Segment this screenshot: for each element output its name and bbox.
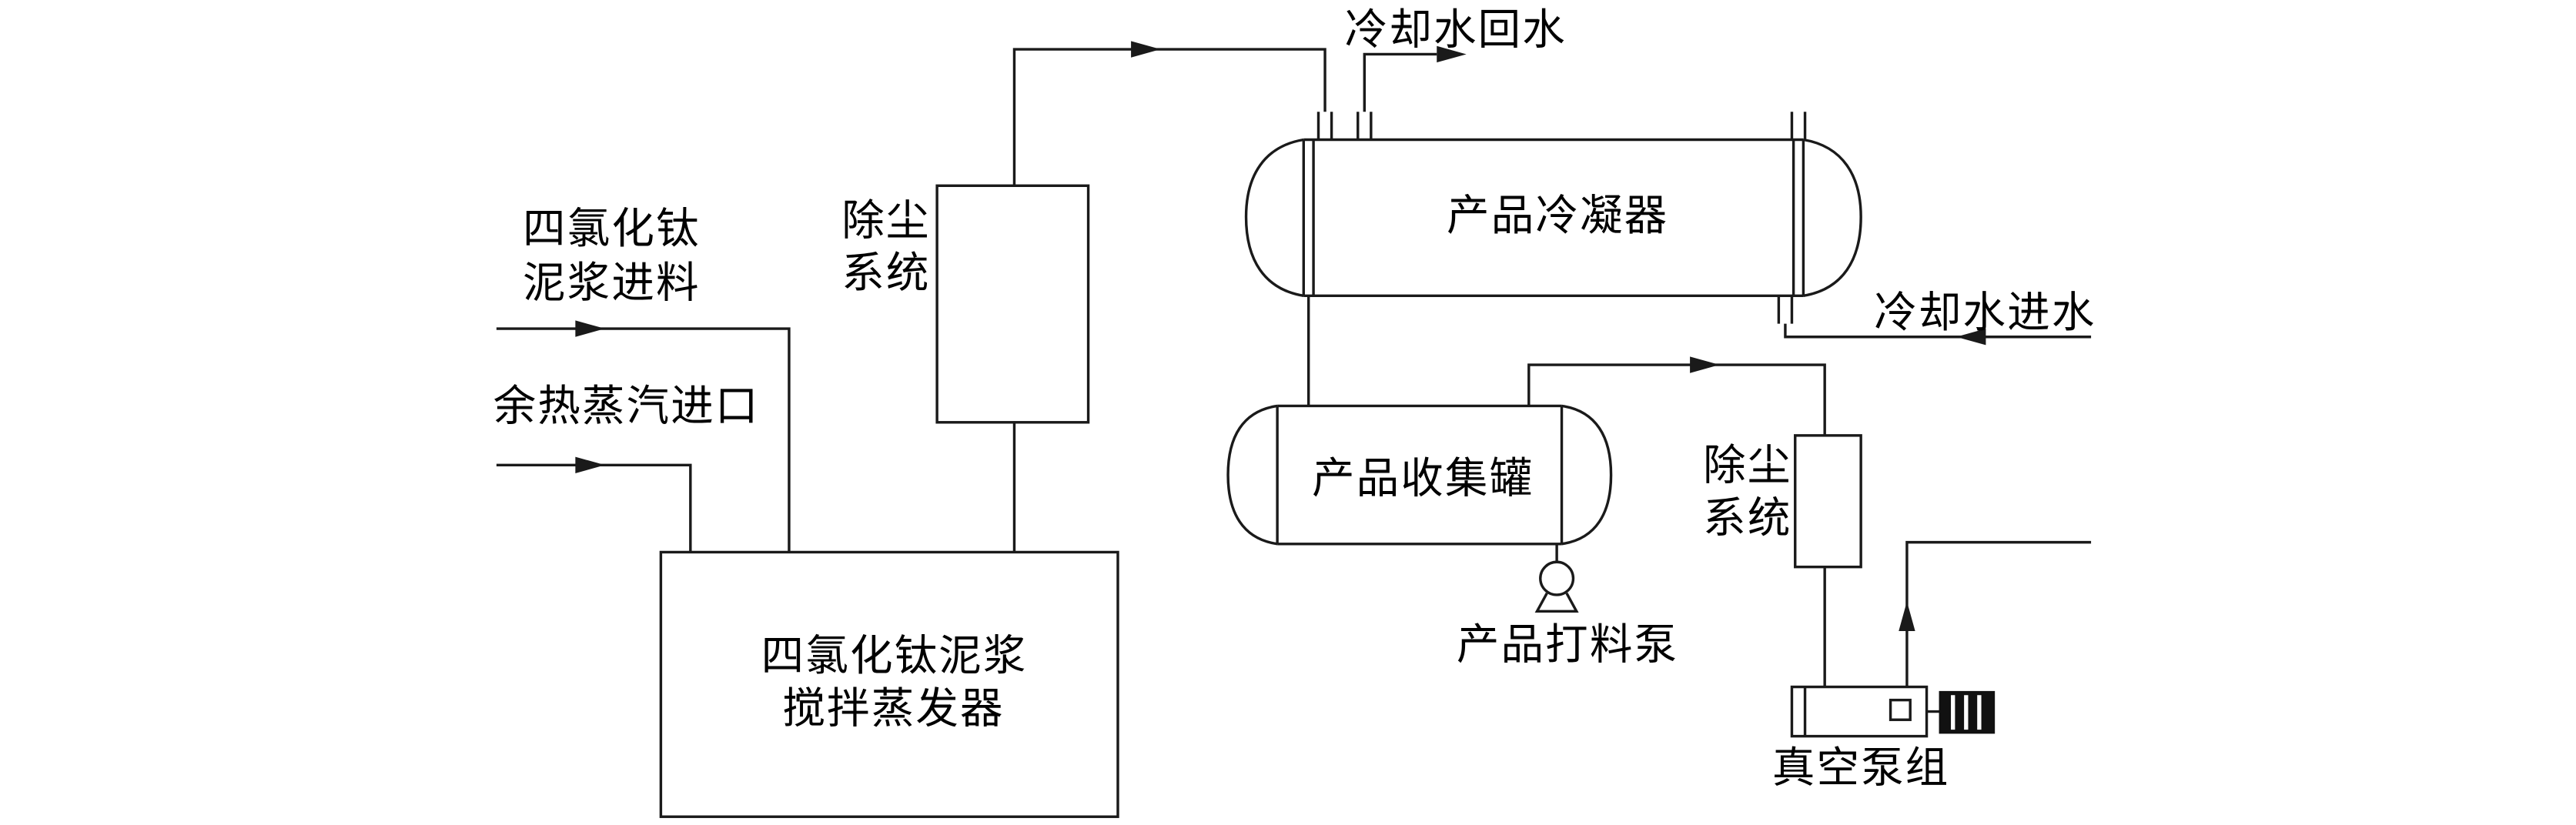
label-cooling-water-inlet: 冷却水进水	[1874, 289, 2096, 337]
pipe-steam-inlet	[496, 463, 692, 553]
label-dust-system-1-line2: 系统	[841, 249, 931, 298]
label-dust-system-2-line2: 系统	[1703, 494, 1792, 543]
condenser-left-tubesheet	[1302, 139, 1315, 296]
vacuum-pump-port	[1889, 698, 1912, 721]
condenser-right-tubesheet	[1791, 139, 1805, 296]
dust-system-2-box	[1794, 434, 1862, 569]
dust-system-2-body	[1794, 434, 1862, 569]
pipe-cooling-water-inlet	[1784, 323, 2092, 339]
label-dust-system-1-line1: 除尘	[841, 197, 931, 245]
pipe-vacuum-exhaust	[1905, 540, 2092, 687]
label-cooling-water-return: 冷却水回水	[1344, 6, 1567, 55]
condenser-left-head	[1244, 138, 1304, 298]
tank-left-head	[1226, 404, 1278, 546]
arrow-cooling-return-icon	[1437, 45, 1467, 63]
arrow-slurry-feed-icon	[575, 320, 605, 337]
vent-flange-icon	[1790, 112, 1807, 140]
cooling-return-flange-icon	[1357, 112, 1373, 140]
pipe-slurry-feed	[496, 327, 791, 553]
label-dust-system-2-line1: 除尘	[1703, 442, 1792, 490]
pipe-network	[496, 41, 2092, 687]
vacuum-pump-unit	[1790, 685, 1996, 738]
label-collection-tank: 产品收集罐	[1311, 455, 1534, 503]
label-slurry-feed-line2: 泥浆进料	[523, 259, 701, 308]
discharge-pump-symbol	[1534, 560, 1579, 613]
arrow-exhaust-icon	[1899, 601, 1915, 631]
label-evaporator-line1: 四氯化钛泥浆	[761, 633, 1028, 681]
pipe-cooling-water-return	[1363, 52, 1437, 112]
label-condenser: 产品冷凝器	[1447, 192, 1669, 240]
condenser-right-head	[1803, 138, 1862, 298]
label-vacuum-pump: 真空泵组	[1771, 744, 1950, 793]
label-steam-inlet: 余热蒸汽进口	[493, 382, 760, 431]
evaporator-body	[659, 550, 1119, 818]
evaporator-vessel	[659, 550, 1119, 818]
dust-system-1-box	[935, 184, 1090, 424]
label-discharge-pump: 产品打料泵	[1456, 621, 1679, 670]
pump-base-icon	[1534, 593, 1579, 613]
arrow-cooling-inlet-icon	[1955, 329, 1986, 346]
condenser-vessel	[1244, 112, 1862, 324]
label-slurry-feed-line1: 四氯化钛	[523, 205, 701, 253]
collection-tank-vessel	[1226, 404, 1613, 546]
dust-system-1-body	[935, 184, 1090, 424]
pump-circle-icon	[1539, 560, 1575, 596]
pipe-dust1-to-condenser	[1012, 48, 1326, 186]
arrow-vapor-icon	[1131, 41, 1161, 58]
tank-right-head	[1561, 404, 1613, 546]
cooling-inlet-flange-icon	[1777, 296, 1794, 324]
label-evaporator-line2: 搅拌蒸发器	[782, 685, 1005, 733]
pipe-tank-to-dust2	[1527, 363, 1826, 436]
arrow-tank-vapor-icon	[1690, 356, 1720, 373]
vacuum-pump-body	[1790, 685, 1929, 738]
vapor-inlet-flange-icon	[1316, 112, 1333, 140]
arrow-steam-inlet-icon	[575, 456, 605, 473]
